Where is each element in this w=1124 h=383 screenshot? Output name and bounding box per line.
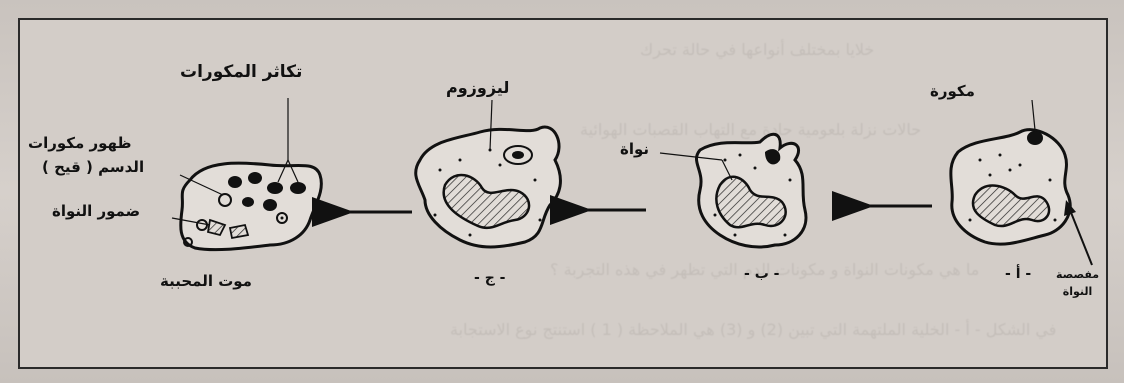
cell-a <box>951 100 1092 265</box>
stage-caption-a: - أ - <box>1005 266 1031 282</box>
label-bacteria-appear: ظهور مكورات <box>28 134 132 152</box>
cell-b <box>660 134 806 247</box>
diagram-panel: خلايا بمختلف أنواعها في حالة تحرك حالات … <box>18 18 1108 369</box>
label-nucleus-shrink: ضمور النواة <box>52 202 140 220</box>
bacterium-dot <box>1027 131 1043 145</box>
label-pus: الدسم ( قيح ) <box>42 158 144 176</box>
label-bacteria-multiply: تكاثر المكورات <box>180 62 302 82</box>
label-nucleus-lobes: مفصصة النواة <box>1056 266 1099 300</box>
stage-caption-b: - ب - <box>744 266 779 282</box>
label-nucleus: نواة <box>620 140 649 158</box>
digested-bacterium <box>512 151 524 159</box>
label-bacterium: مكورة <box>930 82 975 100</box>
cell-membrane <box>951 130 1070 244</box>
cell-c <box>416 100 561 247</box>
stage-caption-c: - ج - <box>474 270 505 286</box>
cell-d <box>172 98 321 250</box>
label-lysosome: ليزوزوم <box>446 78 509 97</box>
label-cell-death: موت المحببة <box>160 272 252 290</box>
